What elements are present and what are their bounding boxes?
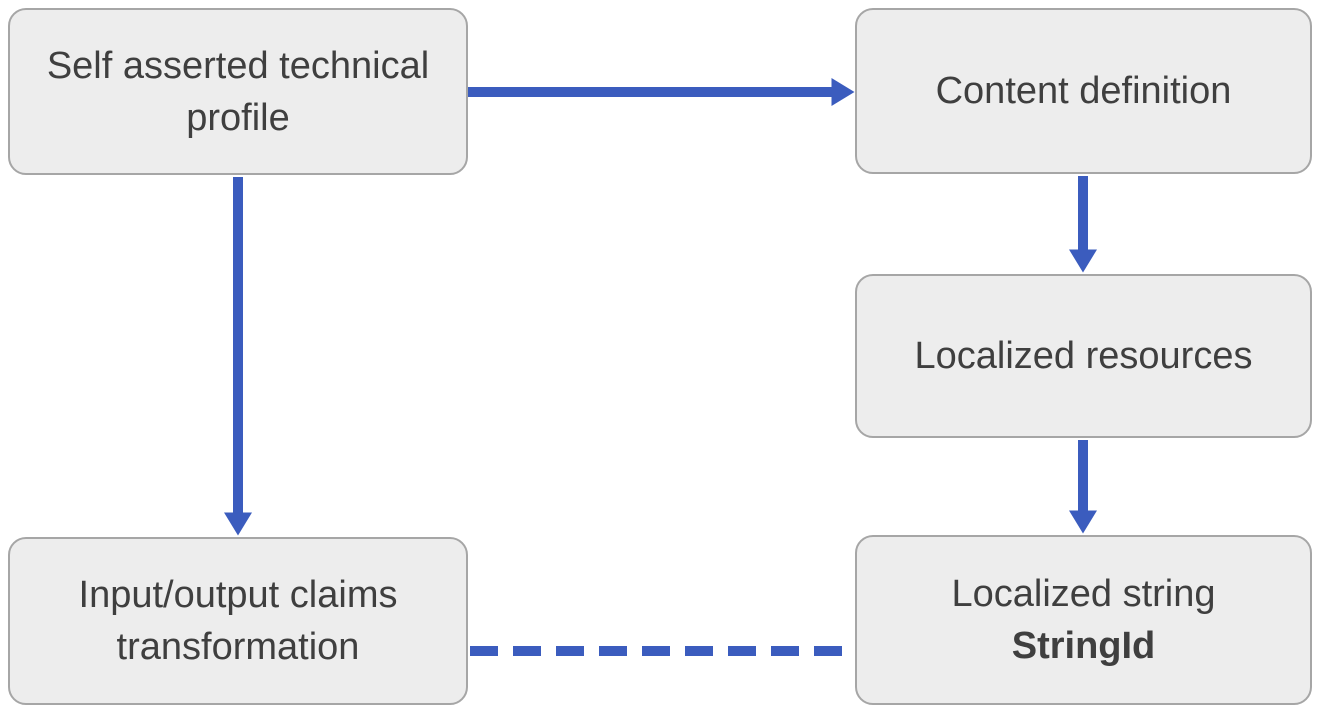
node-localized-resources: Localized resources	[855, 274, 1312, 438]
node-label-line: Self asserted technical	[46, 44, 430, 87]
node-localized-string: Localized string StringId	[855, 535, 1312, 705]
node-label-line: Localized string	[951, 573, 1216, 615]
node-input-output-claims-transformation: Input/output claims transformation	[8, 537, 468, 705]
node-label-line: Input/output claims	[78, 574, 398, 616]
node-label-line: Localized resources	[914, 335, 1253, 377]
node-label-line: profile	[186, 96, 290, 139]
node-content-definition: Content definition	[855, 8, 1312, 174]
node-self-asserted-technical-profile: Self asserted technical profile	[8, 8, 468, 175]
node-label-stringid: StringId	[1011, 625, 1156, 667]
node-label-line: Content definition	[935, 70, 1232, 112]
node-label-line: transformation	[116, 626, 360, 668]
